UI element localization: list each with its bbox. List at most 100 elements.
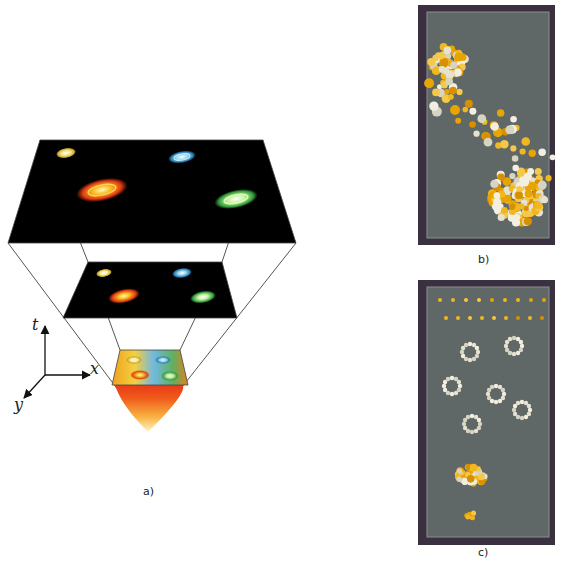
- photo-b: [418, 5, 555, 245]
- popcorn: [458, 384, 462, 388]
- top-plane: [8, 140, 296, 243]
- early-plane: [112, 350, 188, 385]
- popcorn: [456, 316, 460, 320]
- popcorn: [516, 192, 523, 199]
- axis-label: t: [32, 316, 38, 334]
- popcorn: [442, 384, 446, 388]
- popcorn: [478, 474, 485, 481]
- popcorn: [492, 316, 496, 320]
- popcorn: [451, 298, 455, 302]
- middle-plane: [63, 262, 237, 318]
- popcorn: [478, 422, 482, 426]
- popcorn: [528, 408, 532, 412]
- popcorn: [527, 404, 531, 408]
- popcorn: [538, 181, 547, 190]
- early-galaxies: [126, 356, 179, 381]
- popcorn: [494, 384, 498, 388]
- popcorn: [504, 316, 508, 320]
- axes: [24, 326, 90, 398]
- popcorn: [512, 155, 519, 162]
- popcorn: [460, 350, 464, 354]
- popcorn: [505, 348, 509, 352]
- popcorn: [516, 316, 520, 320]
- popcorn: [513, 412, 517, 416]
- popcorn: [528, 316, 532, 320]
- popcorn: [477, 114, 486, 123]
- popcorn: [456, 89, 462, 95]
- popcorn: [521, 137, 530, 146]
- popcorn: [493, 192, 500, 199]
- popcorn: [477, 418, 481, 422]
- popcorn: [520, 344, 524, 348]
- popcorn: [454, 68, 463, 77]
- popcorn: [441, 58, 448, 65]
- popcorn: [509, 173, 515, 179]
- popcorn: [504, 344, 508, 348]
- popcorn: [464, 343, 468, 347]
- popcorn: [443, 388, 447, 392]
- popcorn: [518, 203, 525, 210]
- popcorn: [486, 392, 490, 396]
- popcorn: [512, 165, 519, 172]
- popcorn: [466, 415, 470, 419]
- popcorn: [449, 87, 457, 95]
- popcorn: [450, 392, 454, 396]
- popcorn: [456, 477, 461, 482]
- popcorn: [444, 47, 452, 55]
- popcorn: [450, 105, 460, 115]
- popcorn: [445, 77, 453, 85]
- popcorn: [469, 108, 476, 115]
- photo-c: [418, 280, 555, 545]
- popcorn: [462, 422, 466, 426]
- popcorn: [465, 100, 473, 108]
- popcorn: [472, 357, 476, 361]
- popcorn: [487, 396, 491, 400]
- popcorn: [512, 336, 516, 340]
- popcorn: [516, 351, 520, 355]
- popcorn: [477, 298, 481, 302]
- popcorn: [462, 479, 468, 485]
- popcorn: [464, 298, 468, 302]
- popcorn: [498, 214, 505, 221]
- popcorn: [467, 475, 475, 483]
- popcorn: [470, 430, 474, 434]
- popcorn: [429, 101, 438, 110]
- popcorn: [432, 89, 440, 97]
- popcorn: [540, 316, 544, 320]
- popcorn: [492, 202, 501, 211]
- popcorn: [474, 429, 478, 433]
- popcorn: [473, 130, 479, 136]
- popcorn: [516, 401, 520, 405]
- popcorn: [525, 190, 533, 198]
- popcorn: [541, 196, 548, 203]
- popcorn: [520, 148, 526, 154]
- panel-label: b): [478, 254, 489, 266]
- popcorn: [512, 352, 516, 356]
- top-galaxies: [55, 146, 259, 212]
- popcorn: [432, 55, 438, 61]
- popcorn: [475, 346, 479, 350]
- popcorn: [490, 122, 499, 131]
- popcorn: [450, 376, 454, 380]
- popcorn: [514, 191, 523, 200]
- popcorn: [469, 121, 476, 128]
- popcorn: [455, 118, 461, 124]
- popcorn: [509, 204, 515, 210]
- popcorn: [528, 182, 536, 190]
- popcorn: [550, 154, 556, 160]
- popcorn: [448, 94, 454, 100]
- popcorn: [524, 415, 528, 419]
- popcorn: [491, 180, 499, 188]
- axis-label: x: [90, 360, 99, 378]
- popcorn: [508, 337, 512, 341]
- panel-label: a): [143, 486, 154, 498]
- popcorn: [432, 68, 439, 75]
- popcorn: [468, 342, 472, 346]
- popcorn: [519, 340, 523, 344]
- popcorn: [521, 178, 529, 186]
- popcorn: [494, 400, 498, 404]
- panel-label: c): [478, 547, 488, 559]
- popcorn: [465, 514, 470, 519]
- popcorn: [524, 217, 532, 225]
- popcorn: [470, 414, 474, 418]
